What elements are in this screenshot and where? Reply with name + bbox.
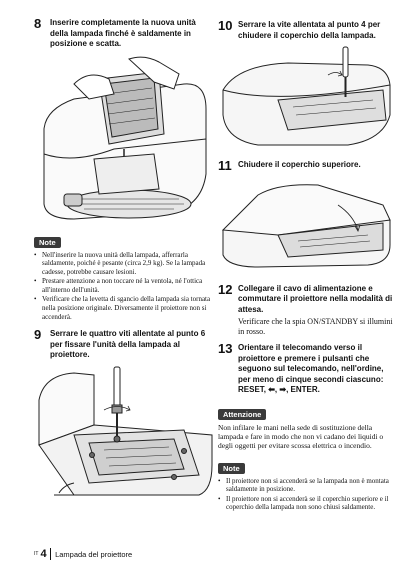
step-subtext: Verificare che la spia ON/STANDBY si ill… bbox=[238, 317, 393, 336]
note-item: Il proiettore non si accenderà se la lam… bbox=[218, 477, 394, 494]
step-9: 9 Serrare le quattro viti allentate al p… bbox=[34, 327, 214, 361]
step-number: 11 bbox=[218, 158, 232, 173]
illustration-top-cover bbox=[221, 183, 391, 268]
illustration-tighten-screws bbox=[38, 366, 213, 496]
note-box-2: Note Il proiettore non si accenderà se l… bbox=[218, 458, 394, 512]
illustration-lamp-cover bbox=[222, 46, 391, 146]
step-number: 13 bbox=[218, 341, 233, 356]
note-box-1: Note Nell'inserire la nuova unità della … bbox=[34, 232, 214, 322]
step-number: 10 bbox=[218, 18, 233, 33]
attention-text: Non infilare le mani nella sede di sosti… bbox=[218, 422, 384, 450]
step-number: 8 bbox=[34, 16, 42, 31]
footer-divider bbox=[49, 548, 52, 560]
step-text: Serrare la vite allentata al punto 4 per… bbox=[238, 20, 381, 40]
attention-label: Attenzione bbox=[218, 408, 267, 420]
note-list: Il proiettore non si accenderà se la lam… bbox=[218, 477, 394, 512]
note-item: Verificare che la levetta di sgancio del… bbox=[34, 295, 214, 321]
illustration-insert-lamp bbox=[43, 56, 207, 220]
note-item: Nell'inserire la nuova unità della lampa… bbox=[34, 251, 214, 277]
note-label: Note bbox=[34, 236, 61, 248]
note-list: Nell'inserire la nuova unità della lampa… bbox=[34, 251, 214, 322]
step-13: 13 Orientare il telecomando verso il pro… bbox=[218, 341, 394, 396]
step-text: Inserire completamente la nuova unità de… bbox=[50, 18, 196, 48]
step-text: Serrare le quattro viti allentate al pun… bbox=[50, 329, 206, 360]
note-label: Note bbox=[218, 462, 245, 474]
step-text: Orientare il telecomando verso il proiet… bbox=[238, 343, 384, 394]
attention-box: Attenzione Non infilare le mani nella se… bbox=[218, 404, 394, 450]
step-10: 10 Serrare la vite allentata al punto 4 … bbox=[218, 18, 394, 41]
right-column: 10 Serrare la vite allentata al punto 4 … bbox=[218, 18, 394, 513]
note-item: Il proiettore non si accenderà se il cop… bbox=[218, 495, 394, 512]
note-item: Prestare attenzione a non toccare né la … bbox=[34, 277, 214, 294]
step-number: 9 bbox=[34, 327, 42, 343]
section-title: Lampada del proiettore bbox=[55, 549, 133, 559]
step-12: 12 Collegare il cavo di alimentazione e … bbox=[218, 281, 394, 338]
step-8: 8 Inserire completamente la nuova unità … bbox=[34, 16, 214, 50]
left-column: 8 Inserire completamente la nuova unità … bbox=[34, 16, 214, 505]
page-number: 4 bbox=[40, 548, 47, 560]
step-11: 11 Chiudere il coperchio superiore. bbox=[218, 158, 394, 173]
step-text: Chiudere il coperchio superiore. bbox=[238, 160, 361, 169]
step-text: Collegare il cavo di alimentazione e com… bbox=[238, 283, 393, 314]
step-number: 12 bbox=[218, 281, 233, 297]
language-code: IT bbox=[34, 551, 39, 557]
page-footer: IT 4 Lampada del proiettore bbox=[34, 548, 132, 560]
